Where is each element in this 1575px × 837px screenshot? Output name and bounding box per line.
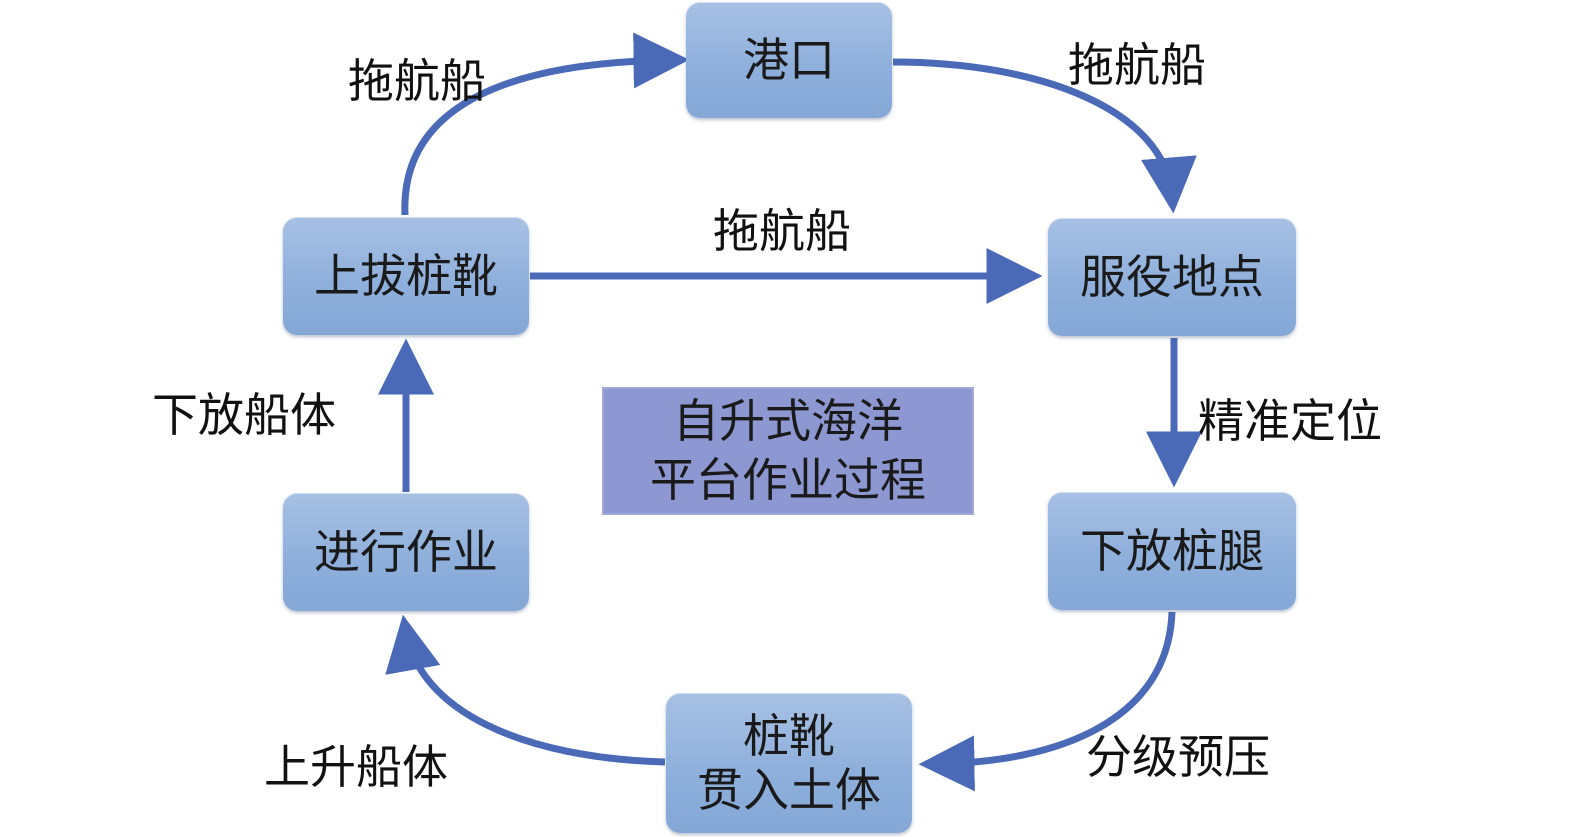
center-title-line2: 平台作业过程 [650, 453, 926, 507]
node-operate: 进行作业 [283, 493, 529, 611]
node-port: 港口 [686, 2, 892, 118]
edge-label-tow-top-right: 拖航船 [1068, 38, 1206, 92]
node-lower-legs-label: 下放桩腿 [1080, 523, 1264, 578]
edge-label-tow-middle: 拖航船 [713, 204, 851, 258]
edge-label-raise-hull: 上升船体 [264, 740, 448, 794]
node-operate-label: 进行作业 [314, 524, 498, 579]
node-penetrate-line2: 贯入土体 [697, 763, 881, 817]
arrow-port-to-service [892, 58, 1197, 214]
arrow-legs-to-penetrate [918, 611, 1176, 792]
node-service-site: 服役地点 [1048, 218, 1296, 336]
node-pull-spudcan-label: 上拔桩靴 [314, 248, 498, 303]
edge-label-precise-positioning: 精准定位 [1198, 394, 1382, 448]
node-penetrate: 桩靴 贯入土体 [666, 693, 912, 833]
edge-label-staged-preload: 分级预压 [1086, 730, 1270, 784]
center-title-line1: 自升式海洋 [673, 394, 903, 449]
node-service-site-label: 服役地点 [1080, 249, 1264, 304]
node-lower-legs: 下放桩腿 [1048, 492, 1296, 610]
edge-label-lower-hull: 下放船体 [152, 388, 336, 442]
node-port-label: 港口 [743, 32, 835, 87]
node-penetrate-line1: 桩靴 [743, 708, 835, 763]
arrow-penetrate-to-operate [385, 614, 666, 766]
arrow-pull-to-port [401, 32, 690, 216]
center-title-box: 自升式海洋 平台作业过程 [602, 387, 974, 515]
node-pull-spudcan: 上拔桩靴 [283, 217, 529, 335]
edge-label-tow-top-left: 拖航船 [348, 54, 486, 108]
